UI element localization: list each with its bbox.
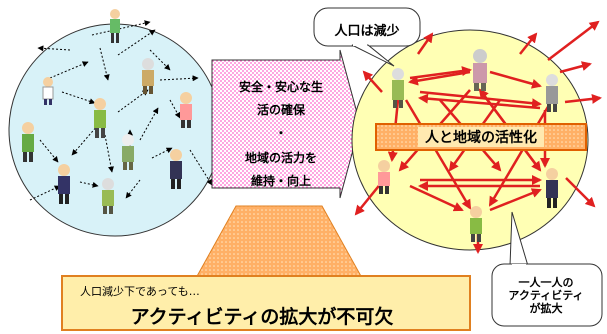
elderly-person-icon [122,134,134,170]
activation-label: 人と地域の活性化 [425,130,537,146]
child-icon [42,77,54,105]
child-icon [378,160,390,194]
individual-activity-label: 一人一人の アクティビティ が拡大 [494,276,598,315]
woman-icon [470,206,482,242]
individual-line-3: が拡大 [529,302,563,315]
elderly-person-icon [142,58,154,94]
individual-callout [491,211,603,327]
banner-title: アクティビティの拡大が不可欠 [130,306,394,328]
elderly-person-icon [546,74,558,112]
population-decline-callout [313,7,421,67]
man-icon [546,168,558,208]
elderly-person-icon [392,68,404,108]
man-icon [170,149,182,189]
arrow-text-line-3: 地域の活力を [244,151,317,165]
person-icon [110,9,120,43]
population-decline-label: 人口は減少 [334,24,400,39]
central-arrow [211,49,361,199]
arrow-text-line-1: 安全・安心な生 [238,80,323,94]
bottom-banner [61,275,471,331]
individual-line-2: アクティビティ [508,289,584,302]
activation-bar [375,123,587,151]
right-people [378,49,558,242]
bottom-trapezoid [195,205,363,279]
banner-subtitle: 人口減少下であっても… [80,285,200,298]
arrow-text-line-4: 維持・向上 [250,174,311,188]
woman-icon [94,98,106,138]
man-icon [22,122,34,162]
arrow-text-separator: ・ [274,126,287,140]
individual-line-1: 一人一人の [518,276,574,289]
elderly-person-icon [102,178,114,214]
left-people [22,9,192,214]
elderly-person-icon [473,49,487,91]
left-community-circle [8,23,222,237]
arrow-text-line-2: 活の確保 [256,103,305,117]
man-icon [58,164,70,204]
child-icon [180,92,192,128]
